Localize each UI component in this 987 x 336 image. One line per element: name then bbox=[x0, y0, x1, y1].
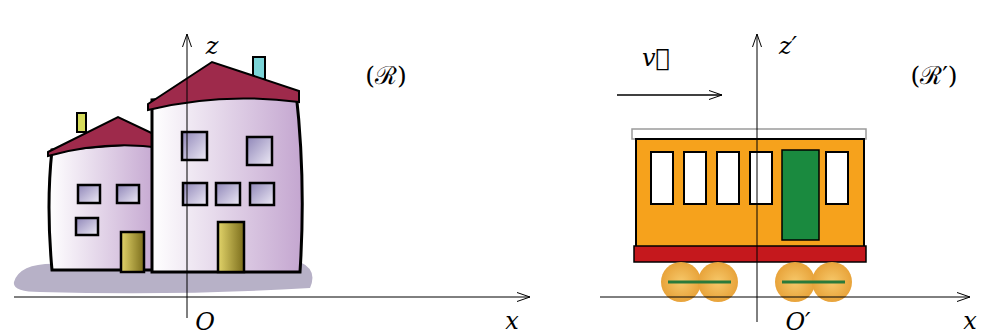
wagon-body bbox=[636, 139, 864, 249]
z-axis bbox=[757, 34, 758, 322]
chimney bbox=[77, 113, 86, 132]
wagon-window bbox=[651, 152, 673, 204]
door bbox=[121, 232, 144, 272]
axle bbox=[782, 281, 845, 284]
wagon-door bbox=[782, 150, 819, 240]
wagon-window bbox=[684, 152, 706, 204]
frame-label: (ℛ′) bbox=[910, 63, 957, 88]
x-axis bbox=[600, 297, 970, 298]
window bbox=[76, 218, 98, 235]
wagon-window bbox=[717, 152, 739, 204]
window bbox=[250, 183, 274, 205]
wagon-window bbox=[826, 152, 848, 204]
axis-label: z′ bbox=[779, 34, 797, 58]
z-axis bbox=[187, 34, 188, 318]
door bbox=[218, 222, 244, 272]
chassis bbox=[634, 246, 866, 262]
house-roof bbox=[48, 117, 162, 156]
wagon-window bbox=[750, 152, 772, 204]
velocity-label: v⃗ bbox=[642, 46, 670, 70]
window bbox=[247, 137, 272, 165]
frame-label: (ℛ) bbox=[365, 63, 407, 88]
window bbox=[216, 183, 240, 205]
house-roof bbox=[148, 62, 299, 110]
axis-label: x bbox=[505, 309, 519, 333]
origin-label: O bbox=[195, 310, 215, 334]
axle bbox=[668, 281, 731, 284]
axis-label: z bbox=[206, 34, 219, 58]
window bbox=[182, 132, 207, 160]
velocity-arrow bbox=[617, 94, 722, 96]
window bbox=[117, 185, 139, 203]
x-axis bbox=[14, 297, 530, 298]
house-wall bbox=[152, 92, 302, 272]
window bbox=[78, 185, 100, 203]
wagon-roof bbox=[632, 129, 866, 139]
origin-label: O′ bbox=[785, 310, 810, 334]
axis-label: x bbox=[963, 309, 977, 333]
